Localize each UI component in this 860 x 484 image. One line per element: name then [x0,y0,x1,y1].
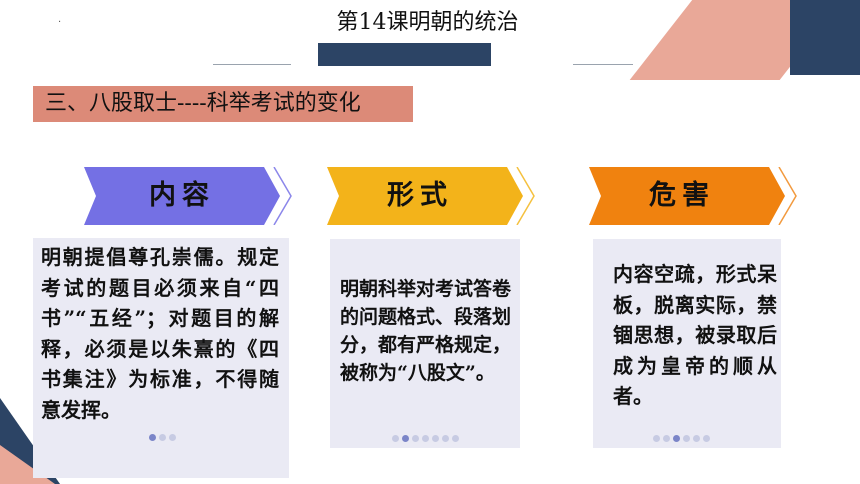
dot [422,435,429,442]
arrow-form: 形式 [327,167,539,225]
section-heading: 三、八股取士----科举考试的变化 [33,86,413,122]
card-content-dots [149,434,176,441]
dot [663,435,670,442]
arrow-content: 内容 [84,167,296,225]
marker: . [58,14,62,25]
dot [159,434,166,441]
page-title: 第14课明朝的统治 [336,10,519,35]
title-underline-bar [318,43,491,66]
dot [442,435,449,442]
card-harm-dots [653,435,710,442]
dot [703,435,710,442]
arrow-form-shape [327,167,535,225]
dot [392,435,399,442]
arrow-harm-shape [589,167,797,225]
arrow-form-label: 形式 [387,180,453,211]
dot [169,434,176,441]
card-form-text: 明朝科举对考试答卷的问题格式、段落划分，都有严格规定，被称为“八股文”。 [340,278,512,384]
arrow-content-shape [84,167,292,225]
arrow-harm-label: 危害 [649,180,715,211]
divider-left [213,64,291,65]
card-harm: 内容空疏，形式呆板，脱离实际，禁锢思想，被录取后成为皇帝的顺从者。 [593,239,781,448]
dot [432,435,439,442]
dot [693,435,700,442]
dot [673,435,680,442]
arrow-harm: 危害 [589,167,801,225]
dot [452,435,459,442]
card-form: 明朝科举对考试答卷的问题格式、段落划分，都有严格规定，被称为“八股文”。 [330,239,520,448]
card-harm-text: 内容空疏，形式呆板，脱离实际，禁锢思想，被录取后成为皇帝的顺从者。 [613,262,777,408]
divider-right [573,64,633,65]
dot [653,435,660,442]
dot [412,435,419,442]
dot [683,435,690,442]
arrow-content-label: 内容 [149,180,215,211]
card-form-dots [392,435,459,442]
card-content-text: 明朝提倡尊孔崇儒。规定考试的题目必须来自“四书”“五经”；对题目的解释，必须是以… [41,245,279,422]
card-content: 明朝提倡尊孔崇儒。规定考试的题目必须来自“四书”“五经”；对题目的解释，必须是以… [33,238,289,478]
dot [402,435,409,442]
corner-decoration-navy [790,0,860,75]
dot [149,434,156,441]
